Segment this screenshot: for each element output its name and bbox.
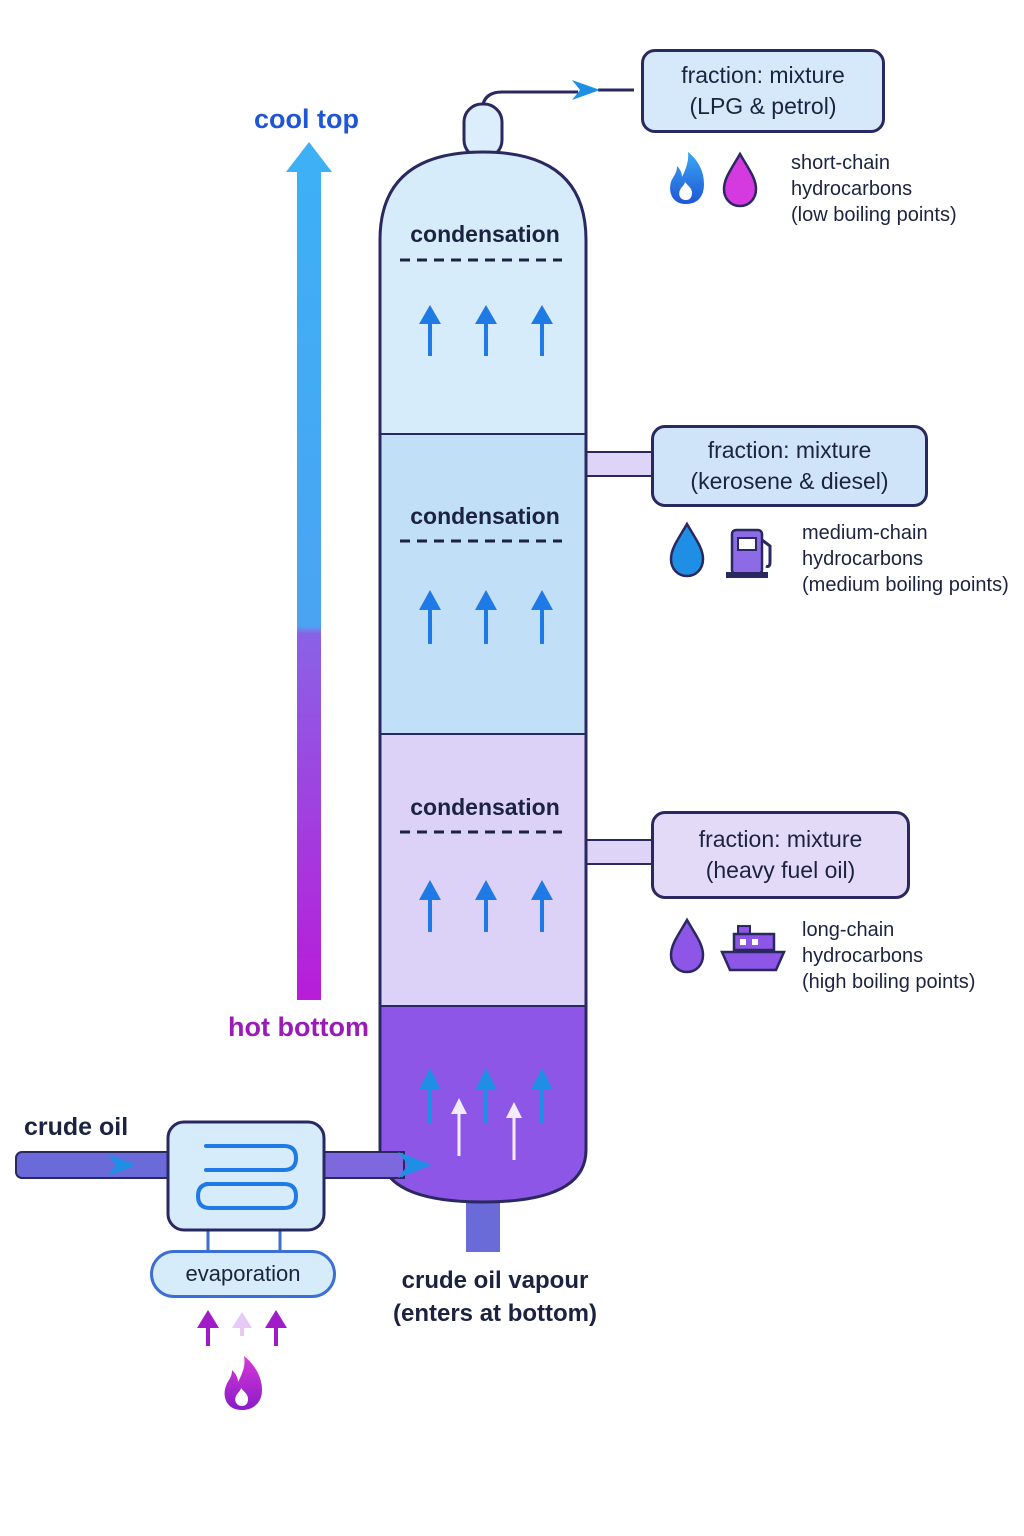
rising-vapour-arrows-upper-middle <box>419 590 553 644</box>
boiling-point-note: (medium boiling points) <box>802 574 1009 596</box>
fuel-pump-icon <box>726 528 772 578</box>
flame-icon <box>670 152 704 204</box>
rising-vapour-arrows-bottom <box>419 1068 553 1160</box>
column-section-bottom <box>380 1006 586 1202</box>
vapour-label-line2: (enters at bottom) <box>393 1300 597 1327</box>
outlet-arrow-icon <box>572 80 600 100</box>
fraction-name: (heavy fuel oil) <box>705 857 856 883</box>
temperature-gradient-arrow <box>286 142 332 1000</box>
heater-box <box>166 1120 326 1252</box>
boiling-point-note: (low boiling points) <box>791 204 957 226</box>
fraction-title: fraction: mixture <box>698 826 863 852</box>
condensation-label-lower-middle: condensation <box>410 794 560 820</box>
fraction-description-short-chain: short-chain hydrocarbons (low boiling po… <box>791 150 957 228</box>
column-section-lower-middle <box>380 734 586 1006</box>
vapour-label-line1: crude oil vapour <box>401 1267 589 1294</box>
chain-type: hydrocarbons <box>791 178 913 200</box>
vapour-entry-arrow-icon <box>398 1152 432 1178</box>
heat-arrows <box>197 1310 287 1346</box>
crude-oil-inlet-pipe <box>15 1151 432 1179</box>
evaporation-label: evaporation <box>150 1250 336 1298</box>
rising-vapour-arrows-top <box>419 305 553 356</box>
fraction-title: fraction: mixture <box>707 437 872 463</box>
fraction-title: fraction: mixture <box>681 62 845 88</box>
side-pipe-lower <box>583 839 655 865</box>
boiling-point-note: (high boiling points) <box>802 971 976 993</box>
side-pipe-middle <box>583 451 655 477</box>
chain-type: hydrocarbons <box>802 945 924 967</box>
fraction-box-heavy-fuel-oil: fraction: mixture (heavy fuel oil) <box>651 811 910 899</box>
inlet-arrow-icon <box>108 1154 136 1176</box>
column-section-top <box>380 152 586 434</box>
drop-icon <box>669 917 705 974</box>
condensation-label-top: condensation <box>410 221 560 247</box>
crude-oil-vapour-label: crude oil vapour (enters at bottom) <box>390 1264 600 1330</box>
burner-flame-icon <box>224 1356 262 1410</box>
fraction-box-lpg-petrol: fraction: mixture (LPG & petrol) <box>641 49 885 133</box>
heating-coil-icon <box>195 1144 299 1210</box>
fraction-name: (kerosene & diesel) <box>690 468 889 494</box>
chain-type: hydrocarbons <box>802 548 924 570</box>
ship-icon <box>720 925 786 972</box>
hot-bottom-label: hot bottom <box>228 1012 369 1042</box>
cool-top-label: cool top <box>254 104 359 134</box>
chain-length: medium-chain <box>802 522 928 544</box>
fraction-box-kerosene-diesel: fraction: mixture (kerosene & diesel) <box>651 425 928 507</box>
crude-oil-label: crude oil <box>24 1113 129 1141</box>
distillation-column <box>378 150 588 1204</box>
chain-length: long-chain <box>802 919 895 941</box>
fraction-description-medium-chain: medium-chain hydrocarbons (medium boilin… <box>802 520 1009 598</box>
condensation-label-upper-middle: condensation <box>410 503 560 529</box>
drop-icon <box>669 521 705 578</box>
column-section-upper-middle <box>380 434 586 734</box>
bottom-drain-pipe <box>466 1200 500 1252</box>
rising-vapour-arrows-lower-middle <box>419 880 553 932</box>
drop-icon <box>722 151 758 208</box>
fraction-name: (LPG & petrol) <box>689 93 837 119</box>
chain-length: short-chain <box>791 152 890 174</box>
fraction-description-long-chain: long-chain hydrocarbons (high boiling po… <box>802 917 975 995</box>
top-outlet-pipe <box>462 80 634 160</box>
